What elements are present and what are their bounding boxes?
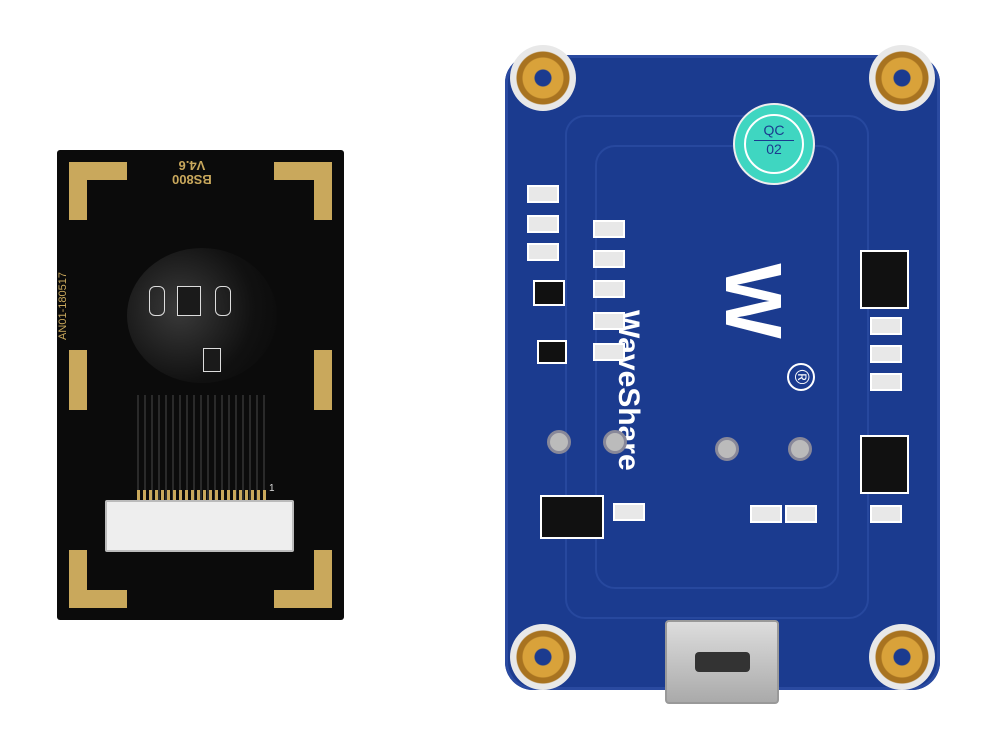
side-pad [69, 350, 87, 410]
resistor [527, 185, 559, 203]
silkscreen-side-label: AN01-180517 [56, 272, 69, 340]
model-label: BS800 [172, 172, 212, 187]
side-pad [314, 350, 332, 410]
connector-pins [137, 490, 267, 500]
resistor [785, 505, 817, 523]
resistor [870, 505, 902, 523]
flex-traces [137, 395, 267, 505]
resistor [593, 312, 625, 330]
transistor [533, 280, 565, 306]
epoxy-dome [127, 248, 277, 383]
resistor [593, 280, 625, 298]
resistor [593, 220, 625, 238]
pin-1-marker: 1 [269, 483, 275, 494]
corner-pad [69, 550, 127, 608]
qc-text: QC [763, 122, 785, 138]
resistor [527, 243, 559, 261]
version-label: V4.6 [178, 158, 206, 173]
transistor [537, 340, 567, 364]
fpc-connector [105, 500, 294, 552]
resistor [870, 345, 902, 363]
brass-standoff [510, 624, 576, 690]
trace [595, 145, 839, 589]
resistor [527, 215, 559, 233]
resistor [593, 343, 625, 361]
ic-chip [860, 250, 909, 309]
solder-joint [715, 437, 739, 461]
resistor [613, 503, 645, 521]
resistor [593, 250, 625, 268]
solder-joint [603, 430, 627, 454]
registered-mark: ® [787, 363, 815, 391]
resistor [750, 505, 782, 523]
brass-standoff [510, 45, 576, 111]
resistor [870, 317, 902, 335]
corner-pad [274, 162, 332, 220]
smd-component [149, 286, 165, 316]
corner-pad [274, 550, 332, 608]
solder-joint [788, 437, 812, 461]
resistor [870, 373, 902, 391]
silkscreen-model: BS800 V4.6 [172, 158, 212, 187]
trace [565, 115, 869, 619]
smd-component [215, 286, 231, 316]
ic-chip [177, 286, 201, 316]
regulator-chip [540, 495, 604, 539]
ic-chip [203, 348, 221, 372]
waveshare-driver-board: QC 02 WaveShare W ® [505, 45, 940, 704]
corner-pad [69, 162, 127, 220]
qc-number: 02 [754, 140, 794, 157]
ic-chip [860, 435, 909, 494]
solder-joint [547, 430, 571, 454]
fingerprint-sensor-module: BS800 V4.6 AN01-180517 1 [57, 150, 344, 620]
qc-sticker: QC 02 [733, 103, 815, 185]
micro-usb-port [665, 620, 779, 704]
brass-standoff [869, 45, 935, 111]
waveshare-logo: W [708, 263, 798, 339]
brass-standoff [869, 624, 935, 690]
